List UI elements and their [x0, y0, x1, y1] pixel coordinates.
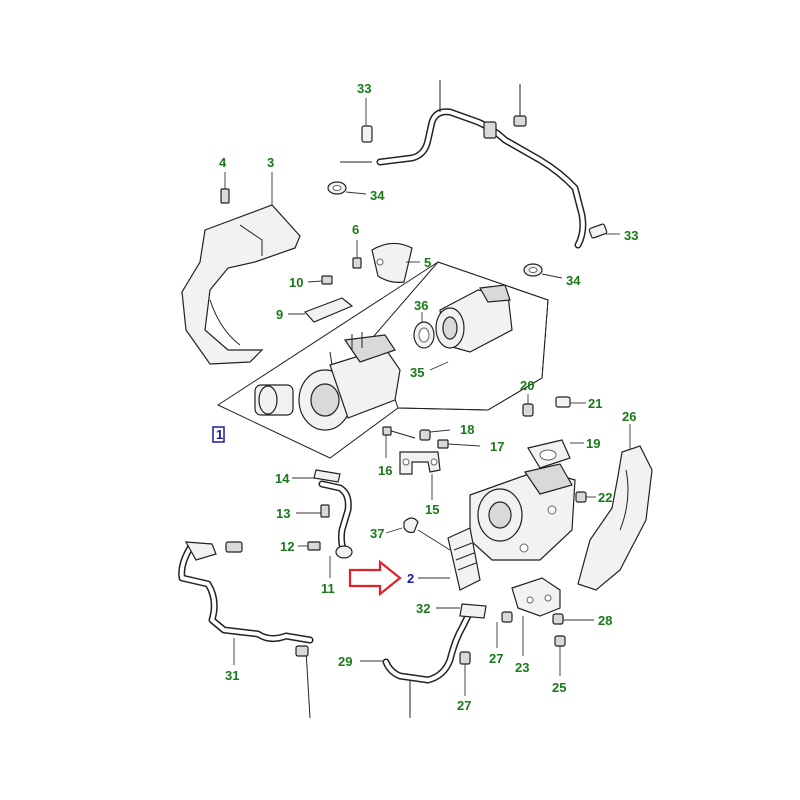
bracket-bolt-b — [419, 429, 431, 441]
callout-26: 25 — [552, 680, 566, 695]
gasket-nut — [522, 394, 534, 417]
callout-12: 12 — [280, 539, 294, 554]
callout-labels: 33 4 3 34 6 33 5 34 10 36 9 35 20 21 26 … — [212, 81, 638, 713]
bracket-bolt-lower-b — [552, 613, 594, 625]
callout-15: 15 — [425, 502, 439, 517]
turbocharger-assembly — [254, 332, 401, 431]
return-bolt-lower — [307, 541, 321, 551]
callout-13: 13 — [276, 506, 290, 521]
callout-33-upper: 33 — [357, 81, 371, 96]
clip-bolt — [352, 240, 362, 269]
callout-32: 31 — [225, 668, 239, 683]
pipe-bracket — [513, 115, 527, 127]
callout-18: 18 — [460, 422, 474, 437]
exhaust-gasket — [527, 439, 571, 469]
callout-1: 1 — [216, 427, 223, 442]
callout-16: 17 — [490, 439, 504, 454]
callout-27-right: 28 — [598, 613, 612, 628]
manifold-stud — [555, 396, 586, 408]
heat-shield-bolt-right — [575, 491, 596, 503]
turbocharger-assembly-frame — [216, 261, 549, 459]
banjo-bolt-upper — [361, 98, 373, 143]
callout-19: 19 — [586, 436, 600, 451]
callout-31: 29 — [338, 654, 352, 669]
return-gasket — [313, 469, 341, 483]
callout-4: 4 — [219, 155, 227, 170]
turbocharger — [469, 463, 576, 561]
callout-3: 3 — [267, 155, 274, 170]
callout-34-upper: 34 — [370, 188, 385, 203]
callout-29: 32 — [416, 601, 430, 616]
callout-36: 36 — [414, 298, 428, 313]
gasket — [288, 297, 354, 323]
callout-37: 37 — [370, 526, 384, 541]
bracket-bolt-lower-c — [554, 635, 566, 676]
vacuum-hose — [178, 541, 314, 719]
callout-17: 16 — [378, 463, 392, 478]
callout-33-right: 33 — [624, 228, 638, 243]
turbine-housing-subassembly — [435, 284, 513, 353]
heat-shield-right — [577, 445, 653, 591]
callout-21: 21 — [588, 396, 602, 411]
oil-feed-pipe-lower — [382, 603, 487, 684]
callout-11: 11 — [321, 581, 335, 596]
callout-27-left: 27 — [489, 651, 503, 666]
callout-9: 9 — [276, 307, 283, 322]
stud — [307, 275, 333, 285]
callout-20: 20 — [520, 378, 534, 393]
callout-5: 5 — [424, 255, 431, 270]
callout-10: 10 — [289, 275, 303, 290]
heat-shield-left — [181, 204, 301, 365]
heat-shield-clip — [371, 242, 413, 283]
turbo-lower-bracket — [511, 577, 561, 617]
banjo-bolt-right — [588, 223, 620, 239]
callout-1-frame — [212, 426, 225, 443]
right-arrow-icon — [348, 559, 402, 597]
pipe-clip — [483, 121, 497, 139]
callout-34-right: 34 — [566, 273, 581, 288]
bracket-bolt-a — [382, 426, 416, 439]
return-bolt — [320, 504, 330, 518]
callout-35: 35 — [410, 365, 424, 380]
callout-14: 14 — [275, 471, 290, 486]
turbo-support-bracket — [399, 451, 441, 475]
oil-return-pipe — [318, 480, 353, 559]
actuator-clip — [385, 517, 419, 534]
bracket-bolt-c — [437, 439, 449, 449]
callout-2: 2 — [407, 571, 414, 586]
callout-28: 27 — [457, 698, 471, 713]
bracket-bolt-lower-a — [496, 611, 513, 648]
callout-23: 26 — [622, 409, 636, 424]
callout-22: 22 — [598, 490, 612, 505]
sealing-washer-right — [523, 263, 563, 279]
heat-shield-bolt — [220, 172, 230, 204]
sealing-washer-upper — [327, 181, 367, 195]
callout-6: 6 — [352, 222, 359, 237]
wastegate-actuator — [447, 527, 481, 591]
callout-25: 23 — [515, 660, 529, 675]
o-ring — [413, 321, 435, 349]
oil-feed-pipe-upper — [340, 80, 587, 249]
